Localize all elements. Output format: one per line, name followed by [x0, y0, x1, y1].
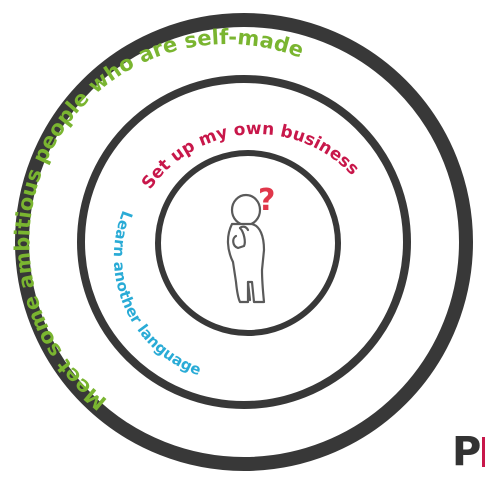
thinking-person-icon [226, 193, 266, 304]
question-mark: ? [258, 183, 275, 218]
brand-accent-bar [482, 437, 485, 467]
outer-ring [15, 13, 473, 471]
inner-ring [155, 150, 341, 336]
brand-letter: P [452, 429, 482, 475]
brand-logo: P [452, 428, 485, 476]
middle-ring [77, 75, 411, 409]
